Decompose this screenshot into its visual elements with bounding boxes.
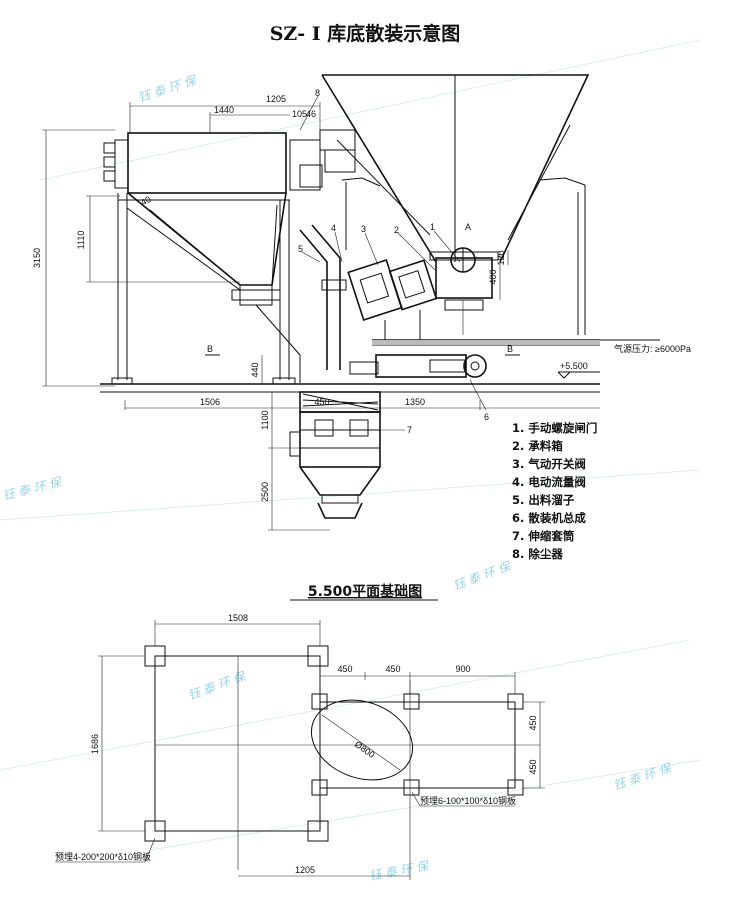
callout-3: 3 [361,224,366,234]
dim-450-d: 450 [528,759,538,774]
dim-40: 40 [139,194,153,208]
watermark-text: 钰 泰 环 保 [186,669,249,703]
callout-6: 6 [484,412,489,422]
dim-1508: 1508 [228,613,248,623]
embed-plate [507,693,524,710]
dim-105: 105 [292,109,307,119]
embed-plate [311,779,328,796]
dim-450-a: 450 [337,664,352,674]
legend-item: 4. 电动流量阀 [512,475,586,489]
dim-900: 900 [455,664,470,674]
section-mark-left: B [207,344,213,354]
callout-2: 2 [394,225,399,235]
dim-1205-plan: 1205 [295,865,315,875]
dim-1350: 1350 [405,397,425,407]
dim-450: 450 [314,397,329,407]
callout-8: 8 [315,88,320,98]
dim-diameter: Ø800 [353,739,377,760]
embed-plate [403,693,420,710]
dim-46: 46 [306,109,316,119]
dim-450-c: 450 [528,715,538,730]
pneumatic-valve [347,259,403,321]
dim-400: 400 [488,269,498,284]
callout-A: A [465,222,471,232]
dim-1110: 1110 [76,231,86,250]
legend-item: 8. 除尘器 [512,547,563,561]
legend-item: 2. 承料箱 [512,439,563,453]
dim-1440: 1440 [214,105,234,115]
dim-120: 120 [496,250,506,265]
dim-440: 440 [250,362,260,377]
electric-flow-valve [388,259,438,311]
watermark-text: 钰 泰 环 保 [137,73,200,105]
legend-item: 3. 气动开关阀 [512,457,586,471]
callout-1: 1 [430,222,435,232]
legend-item: 1. 手动螺旋闸门 [512,421,597,435]
watermark-text: 钰 泰 环 保 [451,559,514,593]
dim-450-b: 450 [385,664,400,674]
silo-left-edge [321,74,437,263]
watermark-text: 钰 泰 环 保 [368,858,431,882]
loader-assembly [375,354,467,378]
elevation-view: 3150 1110 1205 1440 105 46 40 440 400 12… [32,74,691,531]
embed-plate [307,820,329,842]
air-pressure-label: 气源压力: ≥6000Pa [614,343,691,354]
embed-note-right: 预埋6-100*100*δ10钢板 [420,795,516,806]
embed-plate [403,779,420,796]
legend-item: 5. 出料溜子 [512,493,575,507]
receiving-box [435,257,493,299]
callout-4: 4 [331,223,336,233]
legend-item: 6. 散装机总成 [512,511,586,525]
plan-view: Ø800 1508 1686 1205 450 450 900 450 450 [55,613,545,880]
legend: 1. 手动螺旋闸门 2. 承料箱 3. 气动开关阀 4. 电动流量阀 5. 出料… [512,421,597,561]
callout-5: 5 [298,244,303,254]
hole-circle [310,699,414,781]
embed-plate [507,779,524,796]
watermark-lines [0,39,701,851]
level-label: +5.500 [560,361,588,371]
dim-1506: 1506 [200,397,220,407]
dim-3150: 3150 [32,248,42,268]
dim-2500: 2500 [260,482,270,502]
dust-collector [127,132,287,194]
embed-note-left: 预埋4-200*200*δ10钢板 [55,851,151,862]
page-title: SZ- I 库底散装示意图 [270,22,461,45]
callout-7: 7 [407,425,412,435]
watermark-text: 钰 泰 环 保 [612,761,675,793]
legend-item: 7. 伸缩套筒 [512,529,575,543]
embed-plate [311,693,328,710]
dim-1686: 1686 [90,734,100,754]
section-mark-right: B [507,344,513,354]
embed-plate [307,645,329,667]
plan-title: 5.500平面基础图 [308,583,422,600]
dim-1100: 1100 [260,410,270,429]
dim-1205: 1205 [266,94,286,104]
watermark-text: 钰 泰 环 保 [1,474,64,502]
